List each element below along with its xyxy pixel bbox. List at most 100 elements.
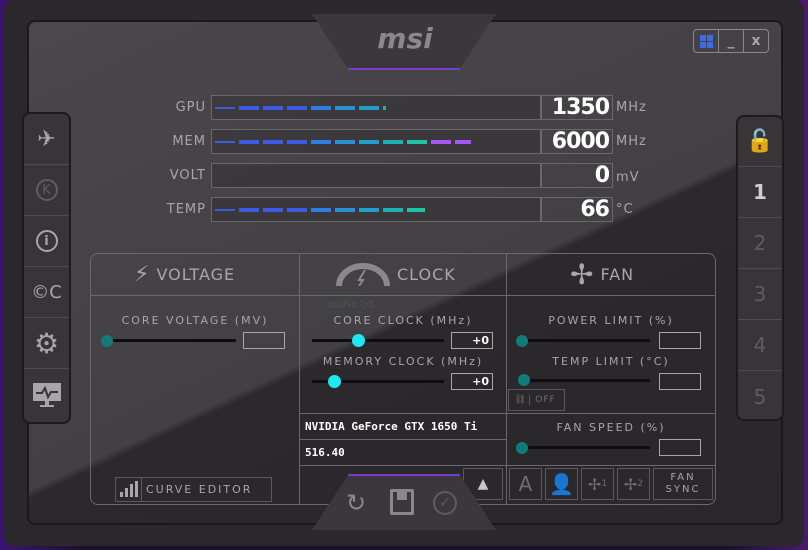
fan-speed-slider[interactable]: [520, 446, 650, 449]
divider: [506, 254, 507, 504]
core-clock-knob[interactable]: [351, 334, 365, 347]
gpu-name: NVIDIA GeForce GTX 1650 Ti: [305, 420, 478, 433]
bar-segment: [407, 140, 427, 144]
memory-clock-slider[interactable]: [312, 380, 444, 383]
profile-2[interactable]: 2: [738, 218, 782, 269]
core-clock-input[interactable]: +0: [451, 332, 493, 349]
reset-button[interactable]: ↻: [346, 489, 366, 517]
info-icon: i: [35, 230, 58, 252]
bar-segment: [263, 140, 283, 144]
bar-segment: [215, 107, 235, 109]
link-state: OFF: [535, 395, 556, 405]
bar-segment: [215, 209, 235, 211]
k-boost-button[interactable]: K: [24, 165, 69, 216]
save-icon: [397, 492, 407, 500]
fan-1-label: 1: [601, 479, 608, 489]
monitor-button[interactable]: [24, 369, 69, 420]
right-sidebar: 🔓 1 2 3 4 5: [736, 115, 784, 421]
memory-clock-input[interactable]: +0: [451, 373, 493, 390]
k-boost-icon: K: [35, 179, 58, 201]
voltage-title: VOLTAGE: [156, 265, 236, 284]
temp-limit-input[interactable]: [659, 373, 701, 390]
power-limit-knob[interactable]: [516, 335, 528, 347]
bar-segment: [239, 140, 259, 144]
left-sidebar: ✈ K i ©C ⚙: [22, 112, 71, 424]
speedometer-icon: [336, 263, 390, 286]
desktop-ghost-text: asdsa.txt: [328, 299, 374, 310]
bar-segment: [311, 140, 331, 144]
divider: [300, 465, 715, 466]
power-limit-input[interactable]: [659, 332, 701, 349]
user-icon: 👤: [549, 472, 574, 496]
core-voltage-knob[interactable]: [101, 335, 113, 347]
core-voltage-input[interactable]: [243, 332, 285, 349]
lightning-icon: ⚡: [134, 262, 151, 287]
fan-speed-knob[interactable]: [516, 442, 528, 454]
close-button[interactable]: x: [751, 33, 761, 49]
triangle-up-icon: ▲: [477, 476, 489, 492]
fan-auto-button[interactable]: A: [509, 468, 542, 500]
profile-5[interactable]: 5: [753, 384, 767, 409]
mem-label: MEM: [172, 134, 206, 149]
settings-icon: ⚙: [33, 326, 60, 360]
auto-label: A: [518, 472, 533, 496]
link-limits-toggle[interactable]: ⛓ OFF: [508, 389, 565, 411]
fan-header: ✢FAN: [570, 258, 634, 291]
temp-limit-label: TEMP LIMIT (°C): [552, 355, 670, 368]
info-button[interactable]: i: [24, 216, 69, 267]
temp-limit-slider[interactable]: [520, 379, 650, 382]
fan-1-button[interactable]: ✢1: [581, 468, 614, 500]
temp-limit-knob[interactable]: [518, 374, 530, 386]
memory-clock-label: MEMORY CLOCK (MHz): [322, 355, 484, 368]
core-clock-slider[interactable]: [312, 339, 444, 342]
bar-segment: [431, 140, 451, 144]
divider: [299, 254, 300, 504]
kombustor-button[interactable]: ✈: [24, 114, 69, 165]
bar-segment: [335, 208, 355, 212]
fan-title: FAN: [600, 265, 635, 284]
bar-segment: [359, 106, 379, 110]
clock-header: CLOCK: [335, 262, 456, 286]
msi-logo: msi: [377, 22, 433, 55]
settings-button[interactable]: ⚙: [24, 318, 69, 369]
profile-3[interactable]: 3: [738, 269, 782, 320]
link-icon: ⛓: [512, 395, 531, 405]
windows-button[interactable]: [694, 30, 719, 52]
volt-unit: mV: [616, 170, 640, 185]
temp-label: TEMP: [166, 202, 206, 217]
main-panel: [27, 20, 783, 525]
memory-clock-knob[interactable]: [327, 375, 341, 388]
minimize-button[interactable]: _: [719, 30, 744, 52]
fan-sync-button[interactable]: FAN SYNC: [653, 468, 713, 500]
divider: [300, 439, 506, 440]
bar-segment: [407, 208, 426, 212]
lock-button[interactable]: 🔓: [738, 117, 782, 167]
voltage-header: ⚡ VOLTAGE: [134, 262, 235, 287]
bar-segment: [239, 208, 259, 212]
power-limit-slider[interactable]: [520, 339, 650, 342]
fan-user-button[interactable]: 👤: [545, 468, 578, 500]
apply-button[interactable]: ✓: [433, 491, 457, 515]
fan-speed-input[interactable]: [659, 439, 701, 456]
oc-scanner-icon: ©C: [31, 281, 62, 303]
core-clock-label: CORE CLOCK (MHz): [333, 314, 473, 327]
volt-value: 0: [541, 163, 613, 188]
core-voltage-slider[interactable]: [104, 339, 236, 342]
unlock-icon: 🔓: [746, 129, 774, 154]
oc-scanner-button[interactable]: ©C: [24, 267, 69, 318]
fan-2-button[interactable]: ✢2: [617, 468, 650, 500]
mem-value: 6000: [541, 129, 613, 154]
profile-4[interactable]: 4: [738, 320, 782, 371]
bar-segment: [455, 140, 472, 144]
gpu-unit: MHz: [616, 100, 647, 115]
temp-unit: °C: [616, 202, 634, 217]
curve-editor-button[interactable]: CURVE EDITOR: [115, 477, 272, 502]
save-button[interactable]: [390, 489, 414, 515]
profile-1[interactable]: 1: [738, 167, 782, 218]
divider: [300, 413, 715, 414]
volt-bar: [211, 163, 541, 188]
bar-segment: [263, 208, 283, 212]
mem-unit: MHz: [616, 134, 647, 149]
bar-segment: [215, 141, 235, 143]
bar-segment: [263, 106, 283, 110]
